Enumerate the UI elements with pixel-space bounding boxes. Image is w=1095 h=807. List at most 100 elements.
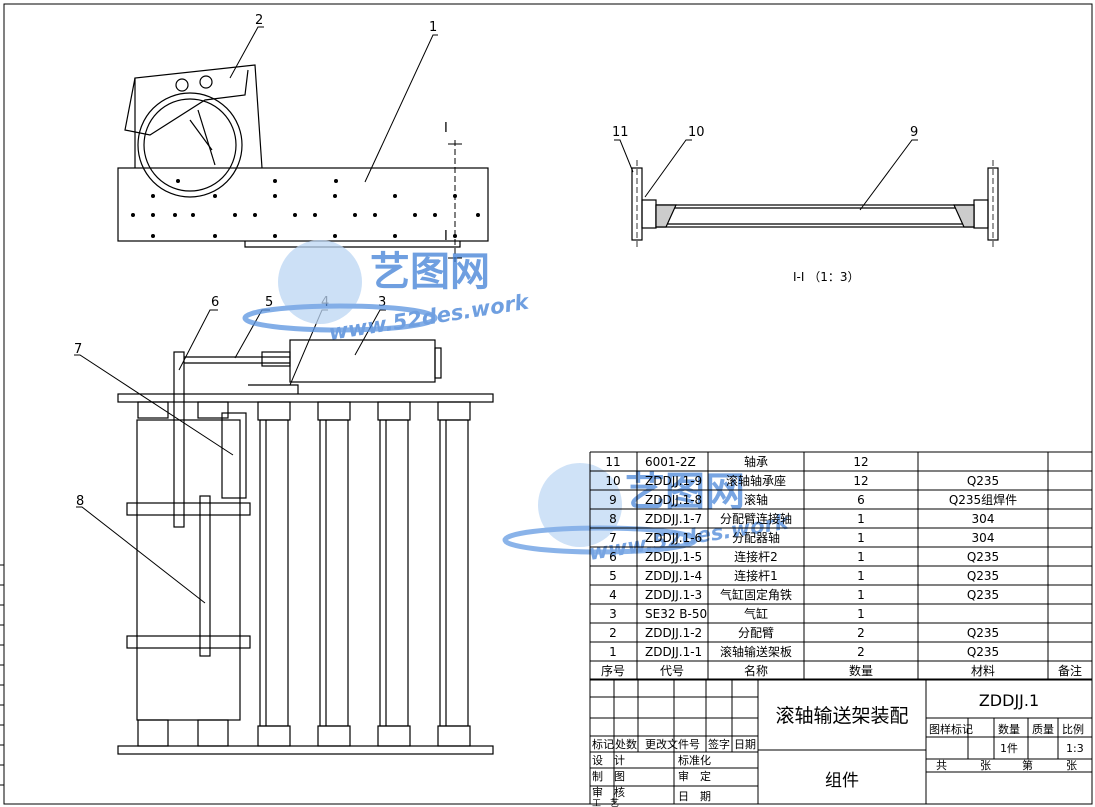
bom-header-remark: 备注	[1058, 663, 1082, 678]
bom-row-name: 连接杆2	[734, 549, 778, 564]
bom-row-name: 滚轴轴承座	[726, 473, 786, 488]
bom-row-qty: 1	[857, 607, 865, 621]
bom-row-qty: 1	[857, 569, 865, 583]
bom-row-material: Q235	[967, 645, 999, 659]
bom-row-qty: 1	[857, 588, 865, 602]
bom-row-no: 2	[609, 626, 617, 640]
attr-label-scale: 比例	[1062, 722, 1084, 736]
bom-row-code: SE32 B-50	[645, 607, 707, 621]
bom-row-name: 连接杆1	[734, 568, 778, 583]
bom-row-name: 分配器轴	[732, 530, 780, 545]
attr-label-qty: 数量	[998, 723, 1020, 736]
drawing-type: 组件	[825, 771, 859, 791]
balloon-5: 5	[265, 295, 273, 310]
bom-row-qty: 6	[857, 493, 865, 507]
bom-row-qty: 2	[857, 626, 865, 640]
sheet-label-total: 共	[936, 759, 947, 772]
distributor-shaft	[199, 495, 211, 657]
bom-row-no: 7	[609, 531, 617, 545]
watermark-1-brand: 艺图网	[370, 249, 490, 295]
balloon-9: 9	[910, 125, 918, 140]
balloon-1: 1	[429, 20, 437, 35]
air-cylinder	[289, 339, 436, 383]
bom-row-material: Q235组焊件	[949, 492, 1017, 507]
balloon-7: 7	[74, 342, 82, 357]
watermark-2-brand: 艺图网	[625, 469, 745, 515]
bom-row-qty: 2	[857, 645, 865, 659]
approve-label-std: 标准化	[678, 753, 711, 767]
bom-row-no: 3	[609, 607, 617, 621]
top-view	[117, 64, 489, 262]
bom-row-name: 滚轴输送架板	[720, 644, 792, 659]
bom-row-name: 分配臂	[738, 626, 774, 640]
sign-label-design: 设 计	[592, 754, 625, 767]
drawing-code: ZDDJJ.1	[979, 691, 1039, 710]
bom-row-material: 304	[972, 512, 995, 526]
bom-row-no: 5	[609, 569, 617, 583]
balloon-8: 8	[76, 494, 84, 509]
balloon-11: 11	[612, 125, 629, 140]
attr-label-mass: 质量	[1032, 723, 1054, 736]
bom-row-material: Q235	[967, 550, 999, 564]
bom-row-qty: 12	[853, 474, 868, 488]
drawing-title: 滚轴输送架装配	[775, 705, 908, 727]
bom-row-code: ZDDJJ.1-6	[645, 531, 702, 545]
bom-row-name: 气缸	[744, 606, 768, 621]
roller-set	[137, 401, 471, 747]
margin-ticks	[0, 564, 4, 786]
balloon-2: 2	[255, 13, 263, 28]
attr-value-scale: 1:3	[1066, 742, 1084, 755]
bom-row-qty: 1	[857, 531, 865, 545]
section-cut-label-bottom: I	[444, 229, 448, 244]
rev-label-doc: 更改文件号	[645, 737, 700, 751]
bom-row-code: ZDDJJ.1-8	[645, 493, 702, 507]
rev-label-date: 日期	[734, 738, 756, 751]
bom-row-material: Q235	[967, 569, 999, 583]
balloon-6: 6	[211, 295, 219, 310]
sign-label-check: 审 核	[592, 785, 625, 799]
bom-row-qty: 12	[853, 455, 868, 469]
bom-row-material: Q235	[967, 474, 999, 488]
bom-row-no: 1	[609, 645, 617, 659]
bom-row-code: ZDDJJ.1-5	[645, 550, 702, 564]
bom-row-qty: 1	[857, 512, 865, 526]
upper-plate	[117, 393, 494, 403]
section-view	[631, 160, 999, 248]
bom-row-no: 4	[609, 588, 617, 602]
bom-row-code: ZDDJJ.1-1	[645, 645, 702, 659]
bom-header-material: 材料	[971, 664, 995, 678]
bom-row-code: ZDDJJ.1-7	[645, 512, 702, 526]
sign-label-draw: 制 图	[592, 770, 625, 783]
section-view-label: I-I （1：3）	[793, 270, 860, 284]
bom-row-no: 9	[609, 493, 617, 507]
sheet-border	[3, 3, 1093, 805]
sheet-label-total-unit: 张	[980, 759, 991, 772]
balloon-10: 10	[688, 125, 705, 140]
approve-label-date: 日 期	[678, 790, 711, 803]
bom-row-name: 分配臂连接轴	[720, 511, 792, 526]
attr-value-qty: 1件	[1000, 742, 1018, 755]
bom-row-material: 304	[972, 531, 995, 545]
attr-label-mark: 图样标记	[929, 722, 973, 736]
connecting-rod-2	[173, 351, 185, 528]
sheet-label-index: 第	[1022, 758, 1033, 772]
conveyor-plate	[117, 167, 489, 242]
bom-header-no: 序号	[601, 663, 625, 678]
bom-row-code: ZDDJJ.1-4	[645, 569, 702, 583]
watermark-1: 艺图网 www.52des.work	[242, 240, 532, 345]
rev-label-mark: 标记	[592, 737, 614, 751]
front-view	[117, 339, 494, 755]
bom-header-qty: 数量	[849, 663, 873, 678]
bom-row-code: ZDDJJ.1-2	[645, 626, 702, 640]
bom-header-name: 名称	[744, 663, 768, 678]
bom-row-name: 气缸固定角铁	[720, 587, 792, 602]
bom-row-name: 轴承	[744, 454, 768, 469]
bom-row-no: 11	[605, 455, 620, 469]
bom-row-qty: 1	[857, 550, 865, 564]
bom-row-no: 8	[609, 512, 617, 526]
distribution-arm	[134, 64, 263, 169]
bom-row-code: 6001-2Z	[645, 455, 696, 469]
title-block	[589, 678, 1093, 805]
